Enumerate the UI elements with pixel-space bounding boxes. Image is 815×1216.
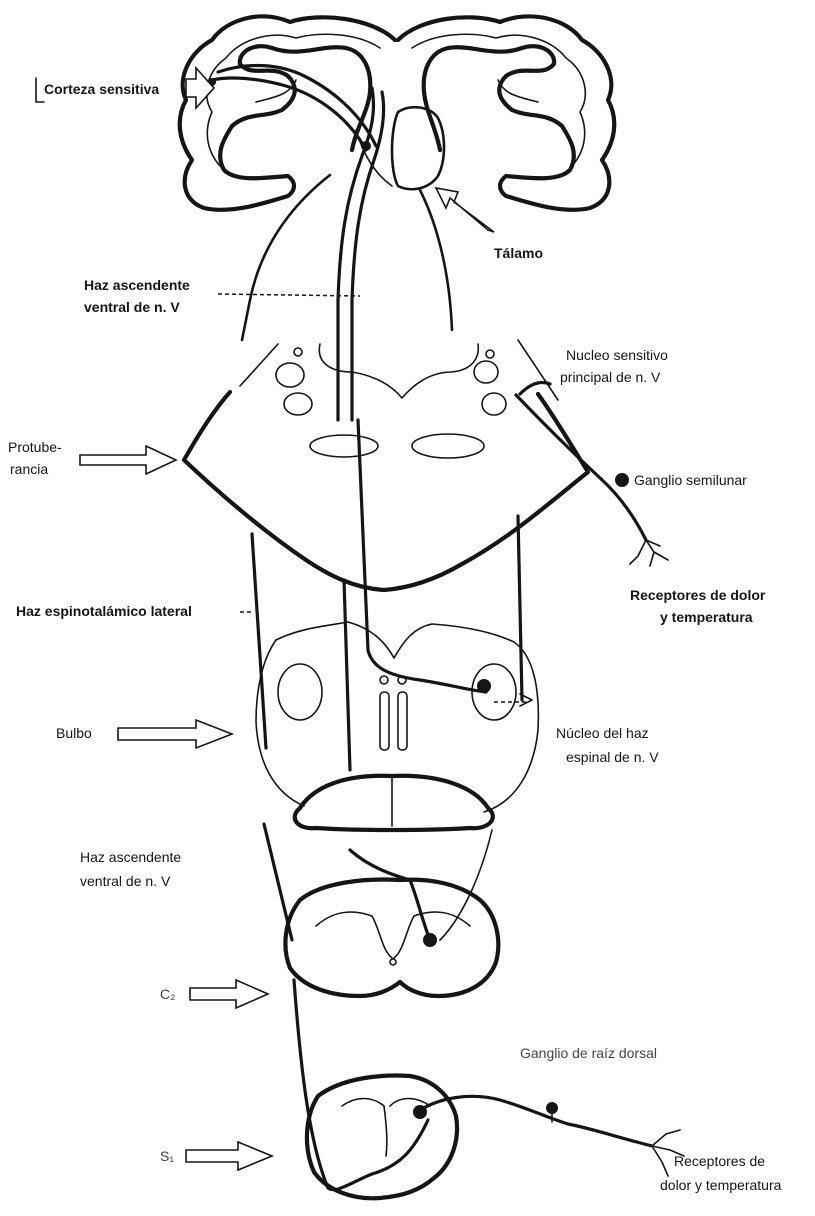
- pyramids: [295, 776, 493, 830]
- label-arrow-icon: [186, 1142, 272, 1170]
- trigeminal-afferent: [516, 395, 646, 540]
- label-receptores-bottom-1: Receptores de: [674, 1153, 765, 1169]
- cerebrum-section: [180, 16, 615, 209]
- label-ganglio-raiz-dorsal: Ganglio de raíz dorsal: [520, 1045, 657, 1061]
- label-haz-ascendente-top-1: Haz ascendente: [84, 277, 190, 293]
- label-arrow-icon: [80, 446, 176, 474]
- label-protuberancia-1: Protube-: [8, 439, 62, 455]
- labels: Corteza sensitiva Tálamo Haz ascendente …: [8, 81, 782, 1193]
- fiber-tracts: [212, 66, 652, 1190]
- label-nucleo-haz-2: espinal de n. V: [566, 749, 659, 765]
- lateral-spinothalamic-tract: [252, 534, 266, 748]
- label-arrow-icon: [186, 68, 214, 108]
- label-haz-espinotalamico: Haz espinotalámico lateral: [16, 603, 192, 619]
- neuron-cell-body-icon: [413, 1105, 427, 1119]
- label-receptores-bottom-2: dolor y temperatura: [660, 1177, 782, 1193]
- pons-section: [184, 392, 588, 590]
- neuron-cell-body-icon: [546, 1102, 558, 1114]
- label-s-level: S₁: [160, 1148, 174, 1164]
- label-c-level: C₂: [160, 986, 176, 1002]
- neuron-cell-body-icon: [615, 473, 629, 487]
- label-arrow-icon: [190, 980, 268, 1008]
- label-ganglio-semilunar: Ganglio semilunar: [634, 472, 747, 488]
- sacral-cord-section: [307, 1076, 457, 1199]
- neuron-cell-body-icon: [423, 933, 437, 947]
- label-arrow-icon: [118, 720, 232, 748]
- label-haz-ascendente-mid-2: ventral de n. V: [80, 873, 171, 889]
- label-nucleo-sensitivo-1: Nucleo sensitivo: [566, 347, 668, 363]
- label-protuberancia-2: rancia: [10, 461, 48, 477]
- label-haz-ascendente-mid-1: Haz ascendente: [80, 849, 181, 865]
- leader-lines: [218, 294, 532, 706]
- label-talamo: Tálamo: [494, 245, 543, 261]
- label-receptores-top-1: Receptores de dolor: [630, 587, 766, 603]
- label-nucleo-haz-1: Núcleo del haz: [556, 725, 649, 741]
- label-haz-ascendente-top-2: ventral de n. V: [84, 299, 180, 315]
- label-bulbo: Bulbo: [56, 725, 92, 741]
- receptor-ending-icon: [630, 540, 668, 566]
- neuron-cell-bodies: [208, 78, 629, 1122]
- receptor-endings: [630, 540, 684, 1176]
- label-receptores-top-2: y temperatura: [660, 609, 753, 625]
- cervical-cord-section: [285, 880, 498, 996]
- neuron-cell-body-icon: [477, 679, 491, 693]
- arrows: [36, 68, 494, 1170]
- label-nucleo-sensitivo-2: principal de n. V: [560, 369, 661, 385]
- label-arrow-icon: [436, 188, 494, 232]
- label-corteza-sensitiva: Corteza sensitiva: [44, 81, 159, 97]
